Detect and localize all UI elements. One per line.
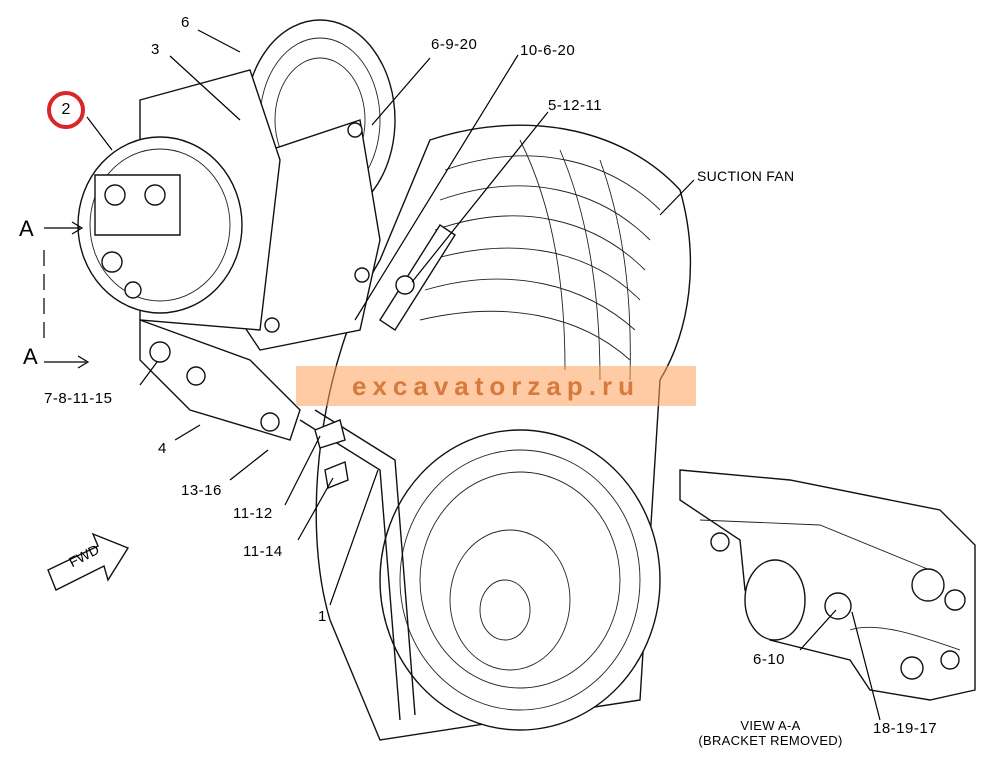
ac-compressor: [77, 69, 281, 331]
suction-fan: [315, 124, 692, 741]
callout-1: 1: [318, 608, 327, 625]
view-note-line2: (BRACKET REMOVED): [698, 733, 843, 748]
watermark-banner: excavatorzap.ru: [296, 366, 696, 406]
view-a-a-inset: [679, 469, 976, 701]
view-a-a-note: VIEW A-A (BRACKET REMOVED): [683, 718, 858, 748]
callout-13-16: 13-16: [181, 482, 222, 499]
callout-11-14: 11-14: [243, 543, 283, 560]
callout-3: 3: [151, 41, 160, 58]
callout-6: 6: [181, 14, 190, 31]
section-indicator: [43, 221, 90, 369]
fwd-arrow-icon: [47, 532, 130, 591]
section-mark-top: A: [19, 216, 34, 241]
adjusting-link: [379, 224, 456, 331]
callout-2-highlight: 2: [47, 91, 85, 129]
callout-2: 2: [61, 101, 71, 118]
crank-pulley: [379, 429, 661, 731]
callout-5-12-11: 5-12-11: [548, 97, 603, 114]
view-note-line1: VIEW A-A: [740, 718, 801, 733]
callout-6-10: 6-10: [753, 651, 786, 668]
callout-6-9-20: 6-9-20: [431, 36, 478, 53]
leader-lines: [86, 29, 881, 721]
callout-10-6-20: 10-6-20: [520, 42, 576, 59]
suction-fan-label: SUCTION FAN: [697, 168, 795, 184]
callout-11-12: 11-12: [233, 505, 273, 522]
watermark-text: excavatorzap.ru: [352, 370, 640, 401]
callout-7-8-11-15: 7-8-11-15: [44, 390, 113, 407]
callout-18-19-17: 18-19-17: [873, 720, 938, 737]
callout-4: 4: [158, 440, 167, 457]
section-mark-bottom: A: [23, 344, 38, 369]
